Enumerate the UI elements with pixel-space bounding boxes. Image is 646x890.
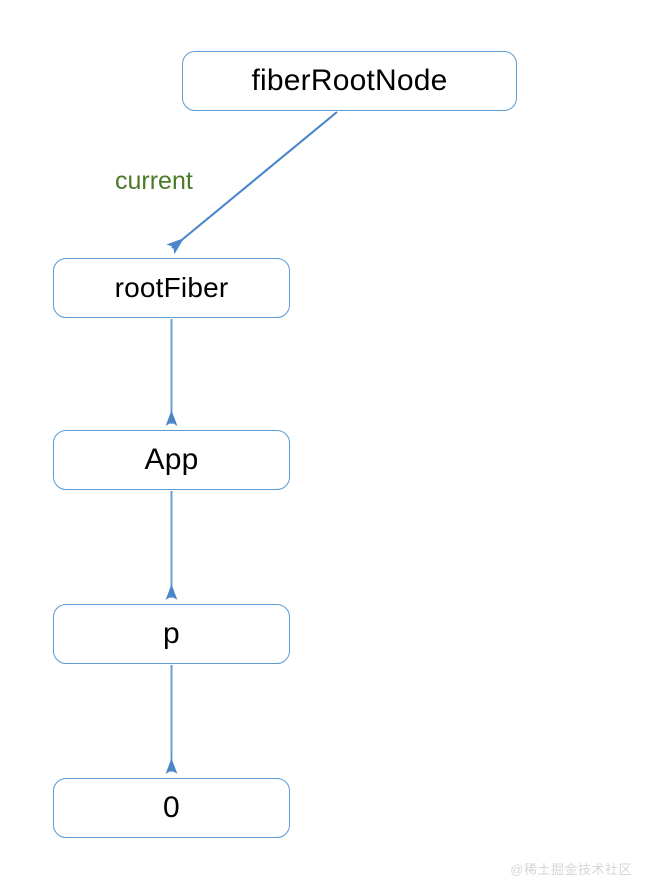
node-label-root-fiber: rootFiber bbox=[114, 272, 229, 303]
node-zero[interactable]: 0 bbox=[53, 778, 290, 838]
node-root-fiber[interactable]: rootFiber bbox=[53, 258, 290, 318]
edge-label-current: current bbox=[115, 167, 193, 195]
node-fiber-root-node[interactable]: fiberRootNode bbox=[182, 51, 517, 111]
node-label-p: p bbox=[163, 617, 180, 650]
watermark: @稀土掘金技术社区 bbox=[510, 862, 632, 877]
node-label-app: App bbox=[144, 443, 199, 476]
node-p[interactable]: p bbox=[53, 604, 290, 664]
node-app[interactable]: App bbox=[53, 430, 290, 490]
edge-fiberrootnode-to-rootfiber bbox=[166, 111, 338, 255]
node-label-zero: 0 bbox=[163, 791, 180, 824]
node-label-fiber-root-node: fiberRootNode bbox=[251, 64, 448, 97]
